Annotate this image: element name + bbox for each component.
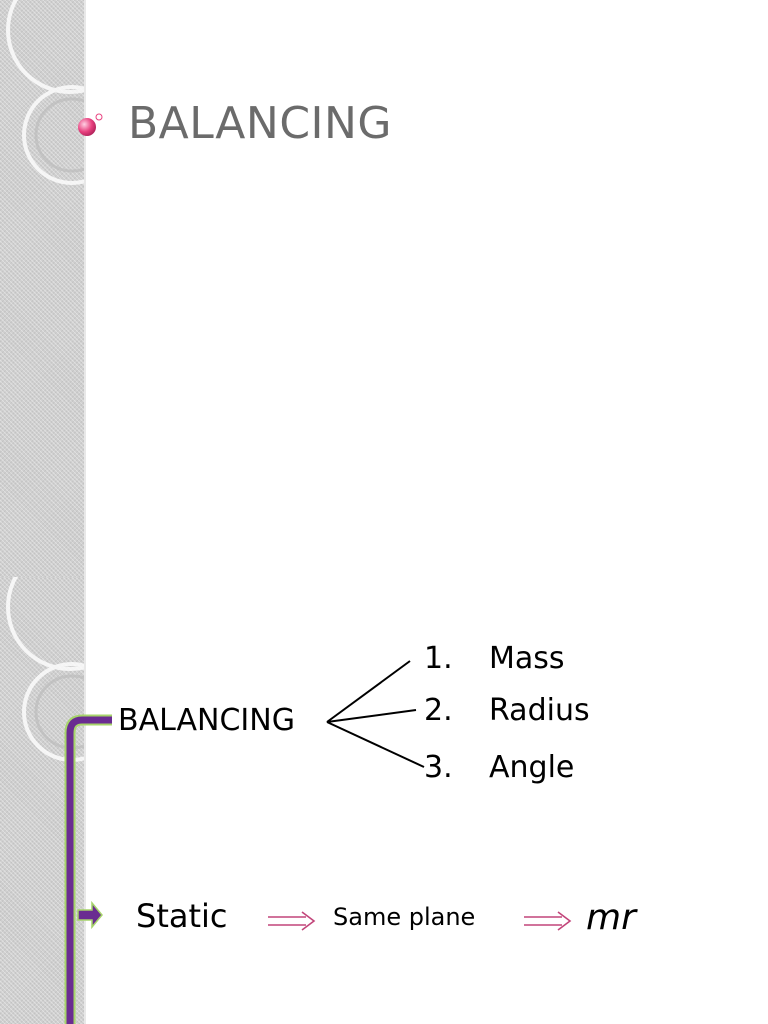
branch-line-angle (326, 721, 425, 768)
slide-1: BALANCING (0, 0, 393, 577)
branch-arrow-icon (77, 900, 103, 930)
decorative-rings (6, 0, 84, 185)
slide-title: BALANCING (128, 98, 393, 149)
factor-number: 2. (424, 693, 453, 728)
implies-arrow-icon (524, 911, 572, 931)
factor-number: 1. (424, 641, 453, 676)
root-label: BALANCING (118, 703, 295, 738)
implies-arrow-icon (268, 911, 316, 931)
bracket-connector (64, 714, 112, 1024)
diagram-connectors (64, 660, 572, 1024)
flow-condition-label: Same plane (333, 903, 476, 931)
flow-type-label: Static (136, 897, 228, 935)
slide-2: BALANCING 1. Mass 2. Radius 3. Angle Sta… (0, 577, 768, 1024)
factor-label-angle: Angle (489, 750, 575, 785)
factor-label-radius: Radius (489, 693, 590, 728)
branch-line-mass (326, 660, 411, 723)
title-bullet-icon (78, 113, 103, 136)
flow-quantity-label: mr (586, 897, 636, 938)
branch-line-radius (326, 709, 417, 723)
factor-number: 3. (424, 750, 453, 785)
factor-label-mass: Mass (489, 641, 565, 676)
